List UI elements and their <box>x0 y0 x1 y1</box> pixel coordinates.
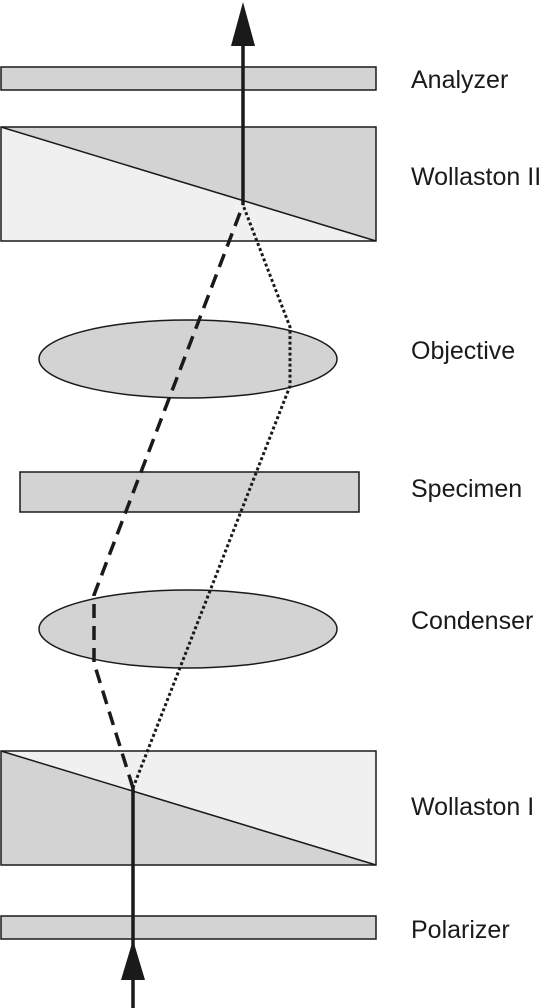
condenser-label: Condenser <box>411 607 533 635</box>
polarizer-plate <box>0 915 377 940</box>
polarizer-label: Polarizer <box>411 916 510 944</box>
wollaston-ii-prism <box>0 126 377 242</box>
objective-label: Objective <box>411 337 515 365</box>
analyzer-label: Analyzer <box>411 66 508 94</box>
specimen-label: Specimen <box>411 475 522 503</box>
wollaston-i-label: Wollaston I <box>411 793 534 821</box>
specimen-slide <box>19 471 360 513</box>
objective-lens <box>38 319 338 399</box>
ordinary-beam-dashed <box>92 204 245 789</box>
wollaston-ii-label: Wollaston II <box>411 163 541 191</box>
extraordinary-beam-dotted <box>131 204 292 789</box>
wollaston-i-prism <box>0 750 377 866</box>
output-arrow-head <box>231 2 255 46</box>
input-arrow-head <box>121 940 145 980</box>
condenser-lens <box>38 589 338 669</box>
analyzer-plate <box>0 66 377 91</box>
